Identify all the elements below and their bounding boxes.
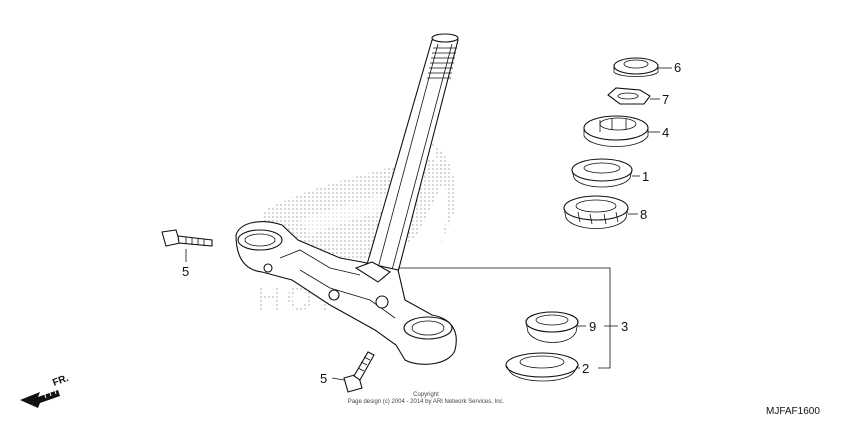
callout-8: 8: [640, 207, 647, 222]
callout-7: 7: [662, 92, 669, 107]
front-direction-label: FR.: [51, 373, 70, 389]
part-8-bearing: [563, 195, 629, 229]
callout-3: 3: [621, 319, 628, 334]
part-4-adjusting-nut: [583, 115, 649, 147]
bolt-5-lower: [343, 351, 375, 393]
group-bracket-3: [398, 267, 618, 369]
leader-5-lower: [331, 377, 345, 381]
part-9-lower-bearing: [525, 311, 579, 343]
callout-9: 9: [589, 319, 596, 334]
callout-5-upper: 5: [182, 264, 189, 279]
copyright-line-1: Copyright: [413, 392, 439, 398]
callout-4: 4: [662, 125, 669, 140]
lower-triple-clamp: [235, 221, 457, 365]
steering-stem-shaft: [365, 33, 459, 273]
bolt-5-upper: [161, 229, 213, 247]
part-7-lock-washer: [607, 87, 651, 105]
part-2-lower-race: [505, 352, 579, 382]
diagram-code: MJFAF1600: [766, 406, 820, 417]
callout-5-lower: 5: [320, 371, 327, 386]
part-6-lock-nut: [613, 57, 659, 77]
part-1-dust-seal: [571, 158, 633, 188]
callout-6: 6: [674, 60, 681, 75]
front-direction-arrow: [20, 387, 60, 408]
callout-2: 2: [582, 361, 589, 376]
callout-1: 1: [642, 169, 649, 184]
copyright-line-2: Page design (c) 2004 - 2014 by ARI Netwo…: [348, 399, 505, 405]
